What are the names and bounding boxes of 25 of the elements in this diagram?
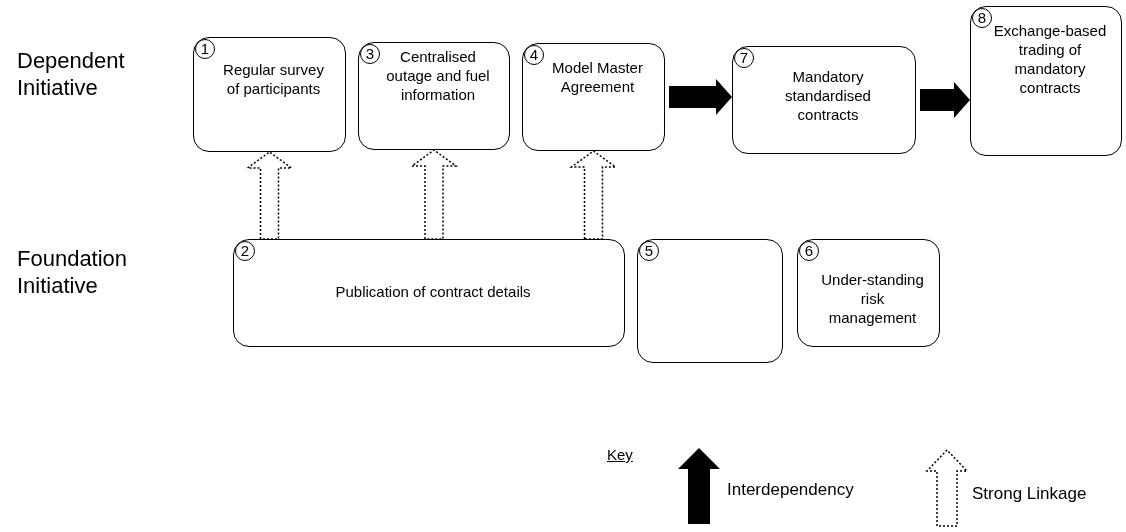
node-text: Centralised outage and fuel information <box>385 47 491 104</box>
process-box <box>193 37 346 152</box>
node-text: Publication of contract details <box>334 282 532 301</box>
block-arrow <box>920 82 970 118</box>
block-arrow <box>409 149 459 240</box>
process-box <box>797 239 940 347</box>
node-text: Model Master Agreement <box>551 58 644 96</box>
process-box <box>637 239 783 363</box>
block-arrow <box>569 150 618 240</box>
node-text: Regular survey of participants <box>222 60 325 98</box>
node-text: Under-standing risk management <box>820 270 925 327</box>
node-text: Exchange-based trading of mandatory contracts <box>993 21 1107 97</box>
process-box <box>732 46 916 154</box>
block-arrow <box>669 79 732 115</box>
process-box <box>522 43 665 151</box>
block-arrow <box>245 151 294 240</box>
row-label: Dependent Initiative <box>17 47 126 101</box>
process-box <box>233 239 625 347</box>
process-box <box>970 6 1122 156</box>
legend-text: Strong Linkage <box>972 484 1087 504</box>
key-heading: Key <box>607 446 633 463</box>
node-text: Mandatory standardised contracts <box>784 67 872 124</box>
legend-text: Interdependency <box>727 480 854 500</box>
row-label: Foundation Initiative <box>17 245 129 299</box>
process-box <box>358 42 510 150</box>
